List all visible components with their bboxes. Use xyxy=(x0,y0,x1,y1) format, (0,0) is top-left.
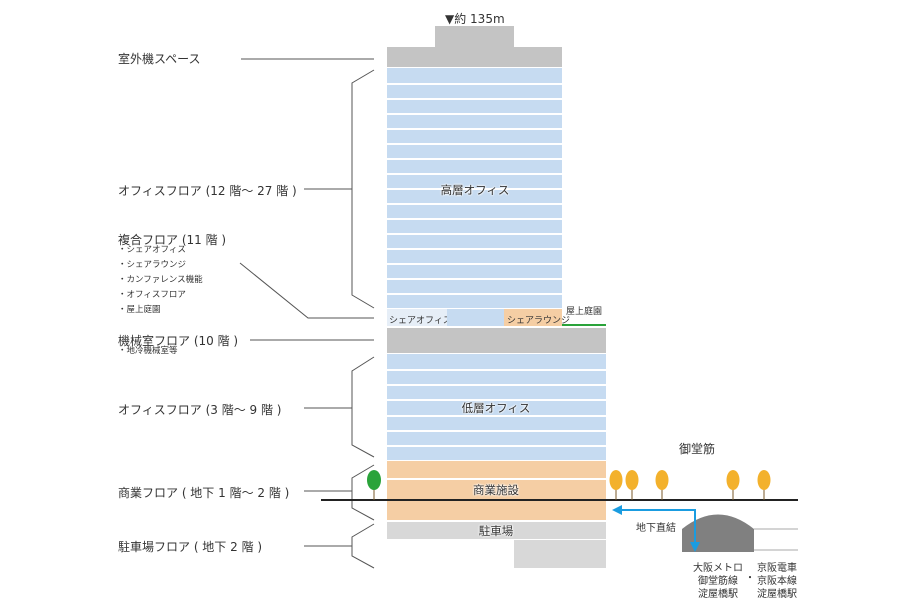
high-office-block xyxy=(387,68,562,308)
underground-link-label: 地下直結 xyxy=(636,523,676,534)
floor-divider xyxy=(387,369,606,371)
bracket-office-high xyxy=(351,69,375,309)
station-metro-line2: 御堂筋線 xyxy=(698,576,738,587)
parking-block xyxy=(387,522,606,539)
label-commercial: 商業フロア ( 地下 1 階～ 2 階 ) xyxy=(118,486,290,500)
station-separator: ・ xyxy=(745,573,755,584)
tree-orange-icon-5 xyxy=(757,470,771,500)
floor-divider xyxy=(387,293,562,295)
label-office-high: オフィスフロア (12 階～ 27 階 ) xyxy=(118,184,297,198)
low-office-label: 低層オフィス xyxy=(461,401,531,415)
label-parking: 駐車場フロア ( 地下 2 階 ) xyxy=(118,540,263,554)
bracket-office-low xyxy=(351,356,375,458)
leader-mixed-floor xyxy=(239,262,374,319)
tree-orange-icon-1 xyxy=(609,470,623,500)
bracket-parking xyxy=(351,523,375,569)
station-icon xyxy=(682,514,754,552)
station-keihan-line1: 京阪電車 xyxy=(757,563,797,574)
floor-divider xyxy=(387,233,562,235)
mixed-item-share-lounge: ・シェアラウンジ xyxy=(118,260,187,270)
floor-divider xyxy=(387,113,562,115)
station-keihan-line3: 淀屋橋駅 xyxy=(757,589,797,600)
share-office-block xyxy=(387,309,447,326)
floor-divider xyxy=(387,98,562,100)
rooftop-garden-label: 屋上庭園 xyxy=(566,307,603,317)
tree-green-icon xyxy=(367,470,381,500)
high-office-label: 高層オフィス xyxy=(440,183,510,197)
arrow-head-down-icon xyxy=(690,542,700,552)
share-office-label: シェアオフィス xyxy=(389,316,452,326)
station-metro-line1: 大阪メトロ xyxy=(693,563,743,574)
floor-divider xyxy=(387,218,562,220)
mixed-item-office-floor: ・オフィスフロア xyxy=(118,290,186,300)
machine-floor-block xyxy=(387,328,606,353)
floor-divider xyxy=(387,384,606,386)
machine-item: ・地冷機械室等 xyxy=(118,346,178,356)
label-outdoor-unit-space: 室外機スペース xyxy=(118,52,201,66)
tree-orange-icon-3 xyxy=(655,470,669,500)
station-metro-line3: 淀屋橋駅 xyxy=(698,589,738,600)
floor-divider xyxy=(387,188,562,190)
share-lounge-label: シェアラウンジ xyxy=(507,316,571,326)
floor-divider xyxy=(387,263,562,265)
station-keihan: 京阪電車 京阪本線 淀屋橋駅 xyxy=(757,562,797,601)
floor-divider xyxy=(387,173,562,175)
tree-orange-icon-2 xyxy=(625,470,639,500)
label-machine-floor: 機械室フロア (10 階 ) xyxy=(118,334,239,348)
label-office-low: オフィスフロア (3 階～ 9 階 ) xyxy=(118,403,282,417)
floor-divider xyxy=(387,415,606,417)
parking-label: 駐車場 xyxy=(478,524,514,538)
height-label: ▼約 135m xyxy=(445,12,505,26)
commercial-label: 商業施設 xyxy=(473,483,519,497)
floor-divider xyxy=(387,278,562,280)
floor-divider xyxy=(387,128,562,130)
floor-divider xyxy=(387,143,562,145)
arrow-head-left-icon xyxy=(612,505,622,515)
floor-divider xyxy=(387,445,606,447)
office-11f-block xyxy=(447,309,504,326)
floor-divider xyxy=(387,83,562,85)
mixed-item-conference: ・カンファレンス機能 xyxy=(118,275,203,285)
rooftop-garden-line xyxy=(562,324,606,326)
underground-link-arrow-icon xyxy=(620,509,696,545)
bracket-commercial xyxy=(351,464,375,521)
street-label: 御堂筋 xyxy=(679,442,716,456)
station-keihan-line2: 京阪本線 xyxy=(757,576,797,587)
floor-divider xyxy=(387,248,562,250)
share-lounge-block xyxy=(504,309,562,326)
parking-lower-block xyxy=(514,540,606,568)
floor-divider xyxy=(387,203,562,205)
floor-divider xyxy=(387,399,606,401)
mixed-item-rooftop-garden: ・屋上庭園 xyxy=(118,305,161,315)
low-office-block xyxy=(387,354,606,460)
label-mixed-floor: 複合フロア (11 階 ) xyxy=(118,233,227,247)
rooftop-penthouse xyxy=(435,26,514,48)
floor-divider xyxy=(387,430,606,432)
station-metro: 大阪メトロ 御堂筋線 淀屋橋駅 xyxy=(693,562,743,601)
mixed-item-share-office: ・シェアオフィス xyxy=(118,245,186,255)
commercial-block xyxy=(387,461,606,520)
floor-divider xyxy=(387,158,562,160)
outdoor-unit-space-block xyxy=(387,47,562,67)
tree-orange-icon-4 xyxy=(726,470,740,500)
